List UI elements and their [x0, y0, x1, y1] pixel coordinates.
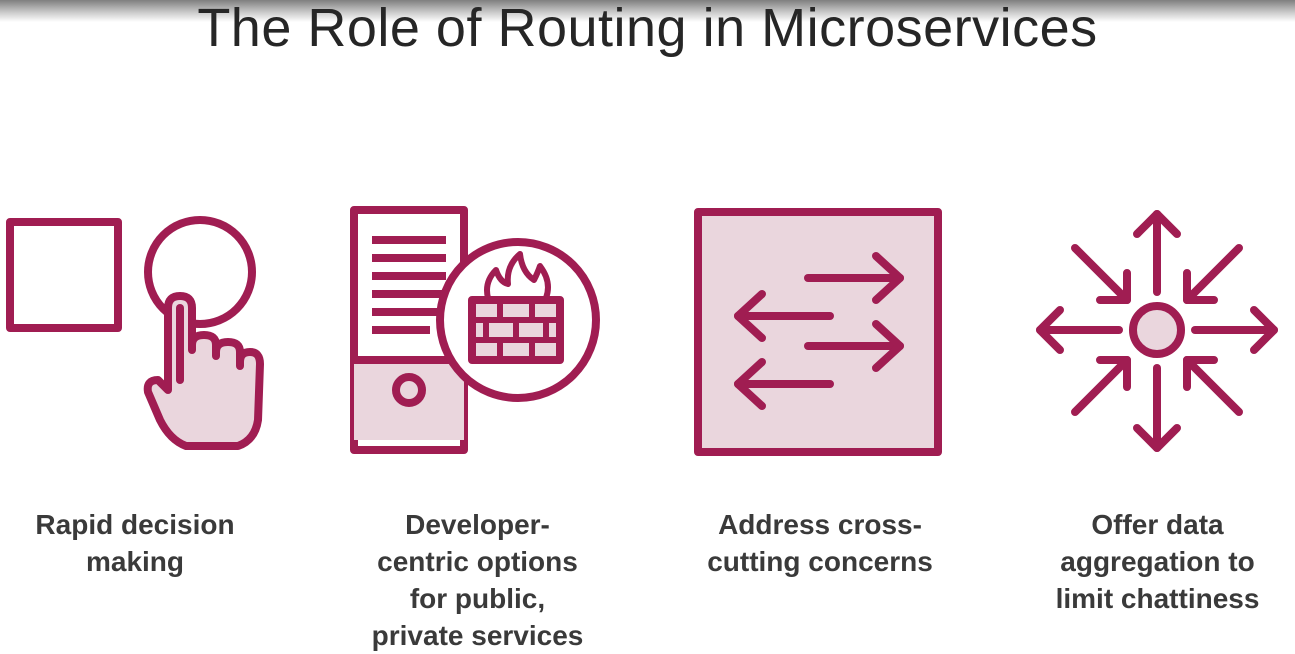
feature-label-cross-cutting: Address cross- cutting concerns	[707, 509, 933, 577]
feature-label-rapid-decision: Rapid decision making	[35, 509, 235, 577]
bidirectional-arrows-icon	[694, 208, 942, 456]
feature-label-developer-options: Developer- centric options for public, p…	[371, 509, 584, 651]
server-firewall-icon	[350, 206, 600, 454]
hand-tap-selection-icon	[6, 216, 264, 450]
top-shadow-bar	[0, 0, 1295, 22]
slide-title: The Role of Routing in Microservices	[197, 0, 1098, 58]
feature-label-data-aggregation: Offer data aggregation to limit chattine…	[1055, 509, 1260, 614]
data-aggregation-arrows-icon	[1036, 210, 1278, 452]
